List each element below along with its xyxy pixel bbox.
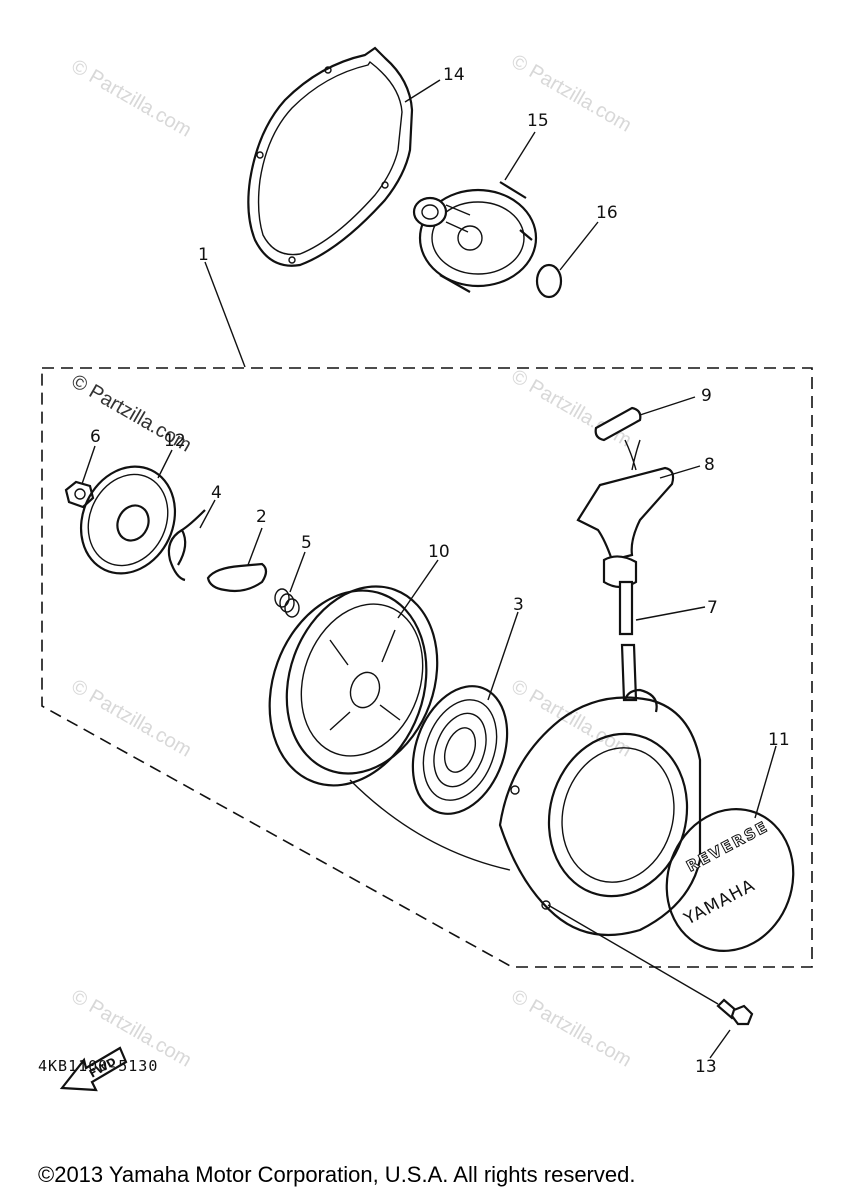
watermark: © Partzilla.com <box>68 55 196 141</box>
callout-16: 16 <box>596 203 618 223</box>
leader-lines <box>81 79 777 1059</box>
part-12-friction-plate <box>79 465 177 575</box>
part-11-emblem: REVERSE YAMAHA <box>665 807 795 953</box>
part-4-spring-clip <box>167 509 206 582</box>
callout-4: 4 <box>211 483 222 503</box>
callout-7: 7 <box>707 598 718 618</box>
part-16-o-ring <box>535 263 563 299</box>
callout-5: 5 <box>301 533 312 553</box>
callout-12: 12 <box>164 431 186 451</box>
emblem-reverse-text: REVERSE <box>683 817 771 875</box>
callout-15: 15 <box>527 111 549 131</box>
part-3-spiral-spring <box>411 685 509 815</box>
part-6-nut <box>64 480 95 509</box>
assembly-boundary <box>41 367 813 968</box>
callout-11: 11 <box>768 730 790 750</box>
part-14-gasket <box>247 46 414 267</box>
watermark: © Partzilla.com <box>68 675 196 761</box>
diagram-part-number: 4KB1100-5130 <box>38 1057 159 1075</box>
watermark: © Partzilla.com <box>508 985 636 1071</box>
starter-case <box>498 688 702 937</box>
part-13-bolt <box>547 904 754 1026</box>
callout-10: 10 <box>428 542 450 562</box>
part-9-handle-cap <box>594 406 642 442</box>
callout-14: 14 <box>443 65 465 85</box>
fwd-arrow-icon: FWD <box>59 1046 128 1092</box>
copyright-notice: ©2013 Yamaha Motor Corporation, U.S.A. A… <box>38 1162 636 1187</box>
callout-2: 2 <box>256 507 267 527</box>
watermark: © Partzilla.com <box>508 365 636 451</box>
callout-13: 13 <box>695 1057 717 1077</box>
callout-8: 8 <box>704 455 715 475</box>
part-10-rope-reel <box>268 585 439 787</box>
callout-3: 3 <box>513 595 524 615</box>
part-7-rope <box>349 580 638 871</box>
part-5-spring <box>274 588 300 618</box>
part-15-drive-pulley <box>412 181 538 293</box>
part-2-ratchet-pawl <box>206 562 268 593</box>
callout-6: 6 <box>90 427 101 447</box>
callouts: 1 2 3 4 5 6 7 8 9 10 11 12 13 14 15 16 <box>90 65 790 1077</box>
callout-9: 9 <box>701 386 712 406</box>
callout-1: 1 <box>198 245 209 265</box>
part-8-starter-handle <box>576 439 675 589</box>
